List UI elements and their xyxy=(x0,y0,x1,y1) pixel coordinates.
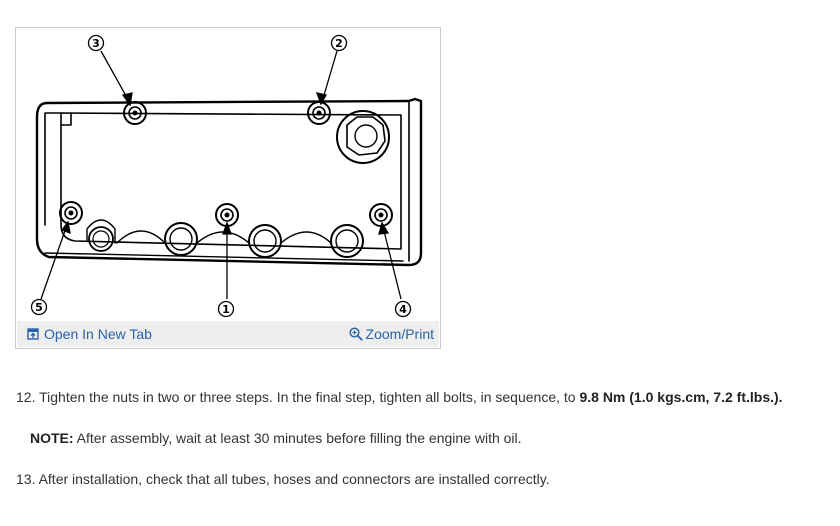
note-text: After assembly, wait at least 30 minutes… xyxy=(73,430,522,446)
magnifier-zoom-icon xyxy=(348,327,363,341)
bolt-4 xyxy=(369,203,393,227)
step-12-text: 12. Tighten the nuts in two or three ste… xyxy=(16,389,580,405)
callout-1-label: 1 xyxy=(222,303,230,316)
open-new-tab-icon xyxy=(27,328,39,340)
callout-2: 2 xyxy=(330,34,348,52)
note-paragraph: NOTE: After assembly, wait at least 30 m… xyxy=(30,430,522,446)
step-12-torque-value: 9.8 Nm (1.0 kgs.cm, 7.2 ft.lbs.). xyxy=(579,389,783,405)
callout-5-label: 5 xyxy=(35,301,43,314)
callout-4-label: 4 xyxy=(399,303,407,316)
callout-1: 1 xyxy=(217,300,235,318)
diagram-figure: 1 2 3 4 5 Open In New Tab Zoom/Print xyxy=(15,27,441,349)
open-new-tab-label: Open In New Tab xyxy=(44,326,152,342)
valve-cover-torque-sequence-diagram: 1 2 3 4 5 xyxy=(30,34,423,318)
leader-arrows xyxy=(40,50,402,300)
callout-3: 3 xyxy=(87,34,105,52)
open-new-tab-link[interactable]: Open In New Tab xyxy=(27,326,152,342)
note-label: NOTE: xyxy=(30,430,74,446)
valve-cover-outline xyxy=(35,97,423,267)
step-13-paragraph: 13. After installation, check that all t… xyxy=(16,471,550,487)
callout-5: 5 xyxy=(30,298,48,316)
zoom-print-label: Zoom/Print xyxy=(365,326,434,342)
step-12-paragraph: 12. Tighten the nuts in two or three ste… xyxy=(16,389,783,405)
zoom-print-link[interactable]: Zoom/Print xyxy=(348,326,434,342)
callout-4: 4 xyxy=(394,300,412,318)
bolt-2 xyxy=(307,101,331,125)
bolt-5 xyxy=(59,201,83,225)
figure-toolbar: Open In New Tab Zoom/Print xyxy=(17,321,439,347)
callout-2-label: 2 xyxy=(335,37,343,50)
callout-3-label: 3 xyxy=(92,37,100,50)
step-13-text: 13. After installation, check that all t… xyxy=(16,471,550,487)
bolt-3 xyxy=(123,101,147,125)
